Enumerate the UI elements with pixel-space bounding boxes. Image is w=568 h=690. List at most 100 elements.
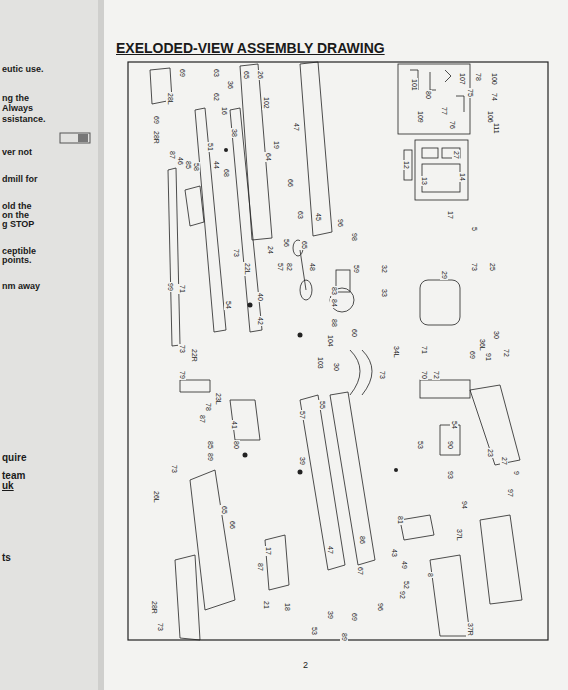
callout-number: 82 — [285, 262, 293, 272]
callout-number: 38 — [230, 128, 238, 138]
callout-number: 80 — [424, 90, 432, 100]
callout-number: 94 — [460, 500, 468, 510]
callout-number: 44 — [212, 160, 220, 170]
callout-number: 98 — [350, 232, 358, 242]
callout-number: 16 — [220, 106, 228, 116]
callout-number: 21 — [262, 600, 270, 610]
margin-text: g STOP — [2, 219, 34, 229]
callout-number: 89 — [340, 632, 348, 642]
callout-number: 85 — [206, 440, 214, 450]
callout-number: 29 — [440, 270, 448, 280]
callout-number: 57 — [298, 410, 306, 420]
callout-number: 71 — [178, 284, 186, 294]
margin-text: ng the — [2, 93, 29, 103]
callout-number: 48 — [308, 262, 316, 272]
callout-number: 22R — [190, 348, 198, 363]
callout-number: 37L — [455, 528, 463, 542]
callout-number: 28L — [166, 92, 174, 106]
callout-number: 73 — [178, 344, 186, 354]
callout-number: 89 — [206, 452, 214, 462]
callout-number: 43 — [390, 548, 398, 558]
callout-number: 69 — [152, 115, 160, 125]
callout-number: 30 — [492, 330, 500, 340]
callout-number: 111 — [492, 122, 500, 135]
callout-number: 79 — [178, 370, 186, 380]
margin-text: ssistance. — [2, 114, 46, 124]
callout-number: 28R — [150, 600, 158, 615]
callout-number: 96 — [336, 218, 344, 228]
margin-text: old the — [2, 201, 32, 211]
callout-number: 101 — [410, 78, 418, 92]
callout-number: 17 — [446, 210, 454, 220]
callout-number: 103 — [316, 356, 324, 370]
callout-number: 65 — [300, 240, 308, 250]
callout-number: 75 — [466, 88, 474, 98]
page-title: EXELODED-VIEW ASSEMBLY DRAWING — [116, 40, 385, 56]
callout-number: 42 — [256, 316, 264, 326]
callout-number: 27 — [500, 456, 508, 466]
callout-number: 102 — [262, 96, 270, 110]
margin-text: Always — [2, 103, 33, 113]
callout-number: 85 — [184, 160, 192, 170]
callout-number: 100 — [490, 72, 498, 86]
callout-number: 36L — [478, 338, 486, 352]
callout-number: 32 — [380, 264, 388, 274]
margin-text: ver not — [2, 147, 32, 157]
callout-number: 39 — [298, 456, 306, 466]
callout-number: 96 — [376, 602, 384, 612]
callout-number: 66 — [286, 178, 294, 188]
callout-number: 41 — [230, 420, 238, 430]
callout-number: 88 — [330, 318, 338, 328]
margin-text: team — [2, 470, 25, 481]
callout-number: 59 — [352, 264, 360, 274]
callout-number: 57 — [276, 262, 284, 272]
callout-number: 54 — [450, 420, 458, 430]
callout-number: 64 — [264, 152, 272, 162]
callout-number: 12 — [402, 160, 410, 170]
callout-number: 83 — [330, 286, 338, 296]
callout-number: 55 — [318, 400, 326, 410]
callout-number: 28R — [152, 130, 160, 145]
callout-number: 104 — [326, 334, 334, 348]
callout-number: 90 — [446, 440, 454, 450]
callout-number: 19 — [272, 140, 280, 150]
callout-number: 107 — [458, 72, 466, 86]
callout-number: 54 — [224, 300, 232, 310]
callout-number: 73 — [156, 622, 164, 632]
callout-number: 69 — [178, 68, 186, 78]
margin-text: ceptible — [2, 246, 36, 256]
callout-number: 9 — [512, 470, 520, 476]
callout-number: 65 — [242, 70, 250, 80]
callout-number: 68 — [222, 168, 230, 178]
callout-number: 73 — [232, 248, 240, 258]
callout-number: 73 — [378, 370, 386, 380]
callout-number: 27 — [452, 150, 460, 160]
callout-number: 45 — [314, 212, 322, 222]
callout-number: 87 — [256, 562, 264, 572]
callout-number: 18 — [283, 602, 291, 612]
callout-number: 78 — [204, 402, 212, 412]
callout-number: 78 — [474, 72, 482, 82]
callout-number: 109 — [416, 110, 424, 124]
callout-number: 87 — [198, 414, 206, 424]
callout-number: 36 — [226, 80, 234, 90]
callout-number: 25 — [488, 262, 496, 272]
callout-number: 69 — [350, 612, 358, 622]
page-number: 2 — [303, 660, 308, 670]
callout-number: 37R — [466, 622, 474, 637]
callout-number: 69 — [468, 350, 476, 360]
callout-number: 53 — [416, 440, 424, 450]
margin-text: uk — [2, 480, 14, 491]
callout-number: 86 — [358, 535, 366, 545]
callout-number: 87 — [168, 150, 176, 160]
margin-text: points. — [2, 255, 32, 265]
margin-text: dmill for — [2, 174, 38, 184]
callout-number: 65 — [220, 505, 228, 515]
margin-text: quire — [2, 452, 26, 463]
callout-number: 52 — [402, 580, 410, 590]
callout-number: 8 — [426, 572, 434, 578]
callout-number: 67 — [356, 566, 364, 576]
callout-number: 93 — [446, 470, 454, 480]
callout-number: 62 — [212, 92, 220, 102]
callout-number: 56 — [282, 238, 290, 248]
